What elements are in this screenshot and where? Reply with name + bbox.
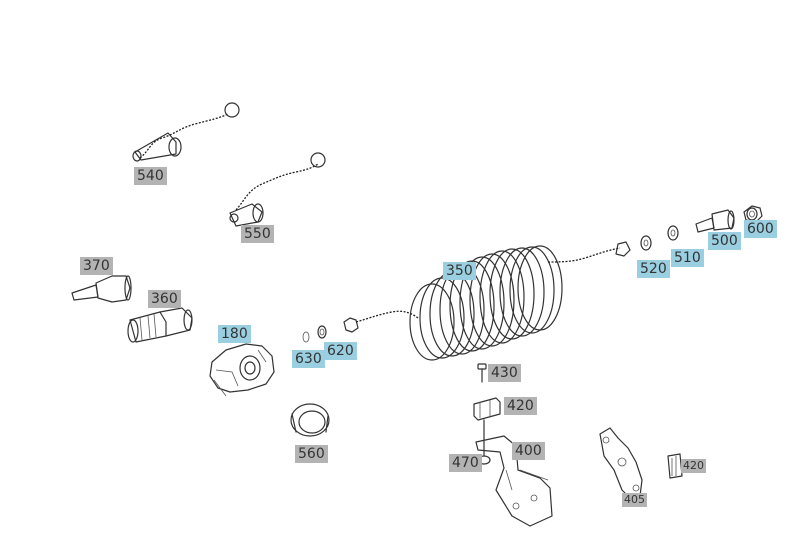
part-540-dust-cap-chain <box>132 102 240 162</box>
part-180-coupling-head <box>209 343 275 397</box>
label-400[interactable]: 400 <box>512 442 545 460</box>
label-630[interactable]: 630 <box>292 350 325 368</box>
label-360[interactable]: 360 <box>148 290 181 308</box>
label-550[interactable]: 550 <box>241 225 274 243</box>
part-500-union <box>695 209 735 233</box>
part-405-bracket-plate <box>599 427 643 501</box>
label-540[interactable]: 540 <box>134 167 167 185</box>
part-620-ring <box>317 325 327 339</box>
part-510-washer <box>667 225 679 241</box>
part-400-bracket <box>475 419 553 527</box>
part-550-plug-chain <box>229 152 326 227</box>
label-180[interactable]: 180 <box>218 325 251 343</box>
label-470[interactable]: 470 <box>449 454 482 472</box>
part-520-nut <box>640 235 652 251</box>
part-350-coiled-hose <box>343 241 631 361</box>
label-600[interactable]: 600 <box>744 220 777 238</box>
label-510[interactable]: 510 <box>671 249 704 267</box>
part-370-fitting <box>71 275 132 303</box>
label-350[interactable]: 350 <box>443 262 476 280</box>
part-420-clamp <box>473 397 501 421</box>
label-500[interactable]: 500 <box>708 232 741 250</box>
label-370[interactable]: 370 <box>80 257 113 275</box>
label-620[interactable]: 620 <box>324 342 357 360</box>
label-420-small[interactable]: 420 <box>681 459 706 473</box>
part-360-sleeve <box>127 307 193 343</box>
label-405[interactable]: 405 <box>622 493 647 507</box>
label-560[interactable]: 560 <box>295 445 328 463</box>
label-420[interactable]: 420 <box>504 397 537 415</box>
part-560-seal-ring <box>290 403 330 437</box>
label-520[interactable]: 520 <box>637 260 670 278</box>
part-430-bolt <box>477 363 487 383</box>
part-630-o-ring <box>302 331 310 343</box>
label-430[interactable]: 430 <box>488 364 521 382</box>
part-420-small-clamp <box>667 453 683 479</box>
